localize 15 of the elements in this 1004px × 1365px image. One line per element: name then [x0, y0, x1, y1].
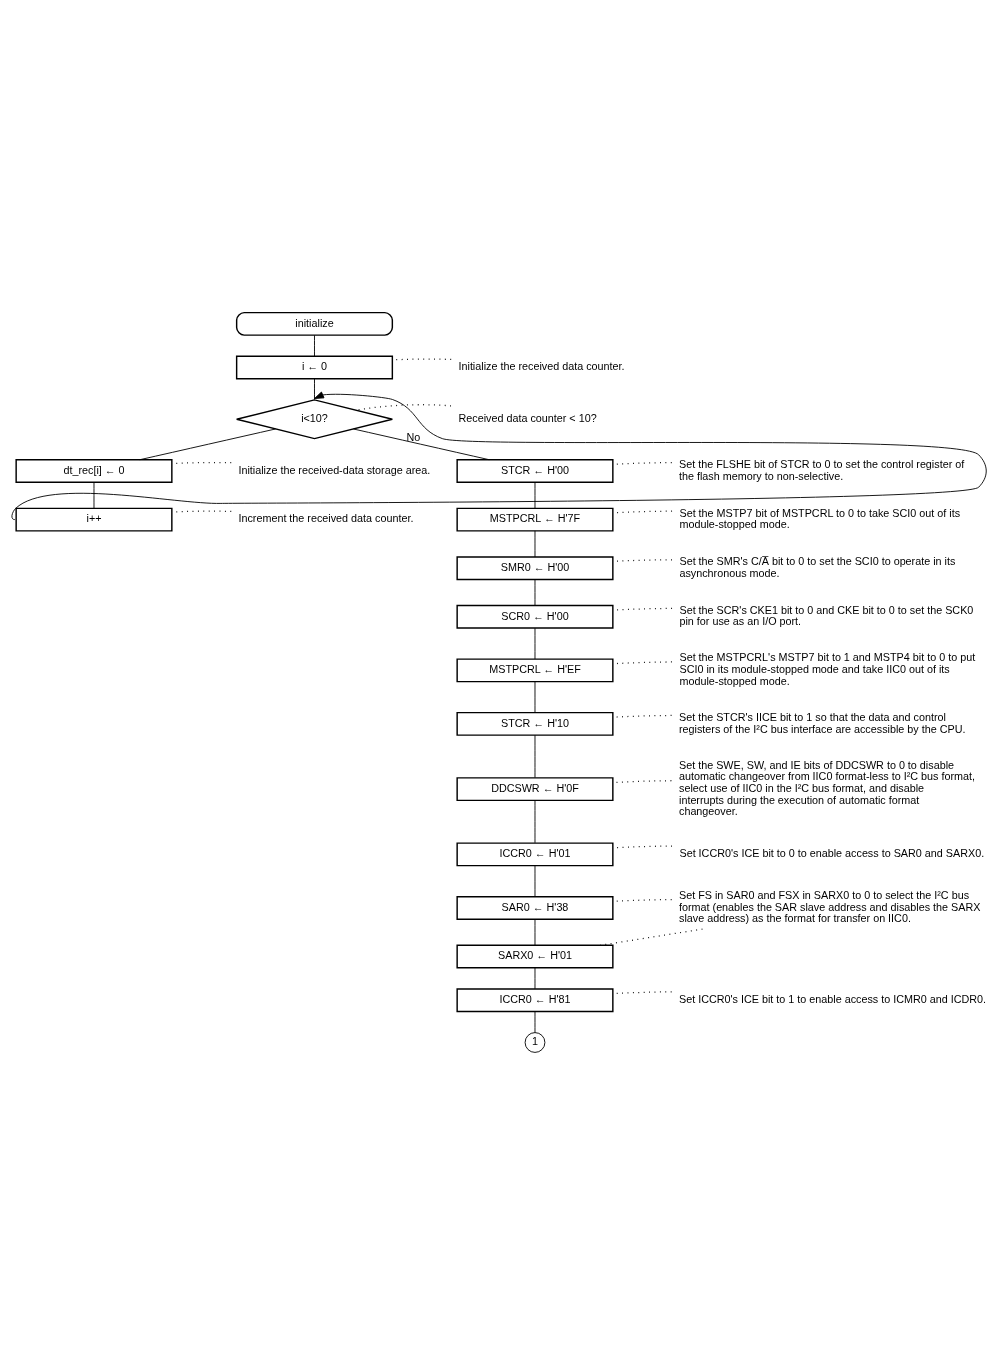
edge-label: No: [406, 431, 421, 444]
node-text: Set the MSTP7 bit of MSTPCRL to 0 to take SCI0 out of its module-stopped mode.: [679, 506, 961, 531]
node-text: Set ICCR0's ICE bit to 0 to enable access to SAR0 and SARX0.: [679, 847, 985, 860]
node-text: Initialize the received-data storage area.: [238, 463, 431, 476]
node-text: Set ICCR0's ICE bit to 1 to enable access to ICMR0 and ICDR0.: [679, 992, 987, 1005]
node-text: Increment the received data counter.: [238, 512, 414, 525]
node-text: Initialize the received data counter.: [458, 360, 625, 373]
node-text: Set the MSTPCRL's MSTP7 bit to 1 and MSTP4 bit to 0 to put SCI0 in its module-stopped mode and take IIC0 out of its module-stopped mode.: [679, 651, 976, 687]
node-text: Set the SWE, SW, and IE bits of DDCSWR to 0 to disable automatic changeover from IIC0 format-less to I²C bus format, select use of IIC0 in the I²C bus format, and disable interrupts during the execution of automatic format changeover.: [679, 758, 975, 818]
node-text: Received data counter < 10?: [458, 412, 597, 425]
node-text: Set the FLSHE bit of STCR to 0 to set the control register of the flash memory to non-selective.: [679, 457, 965, 482]
node-text: Set FS in SAR0 and FSX in SARX0 to 0 to select the I²C bus format (enables the SAR slave address and disables the SARX slave address) as the format for transfer on IIC0.: [679, 889, 981, 925]
node-text: Set the SMR's C/A̅ bit to 0 to set the SCI0 to operate in its asynchronous mode.: [679, 555, 956, 579]
node-text: Set the STCR's IICE bit to 1 so that the data and control registers of the I²C bus interface are accessible by the CPU.: [679, 710, 966, 735]
node-text: Set the SCR's CKE1 bit to 0 and CKE bit to 0 to set the SCK0 pin for use as an I/O port.: [679, 603, 974, 628]
